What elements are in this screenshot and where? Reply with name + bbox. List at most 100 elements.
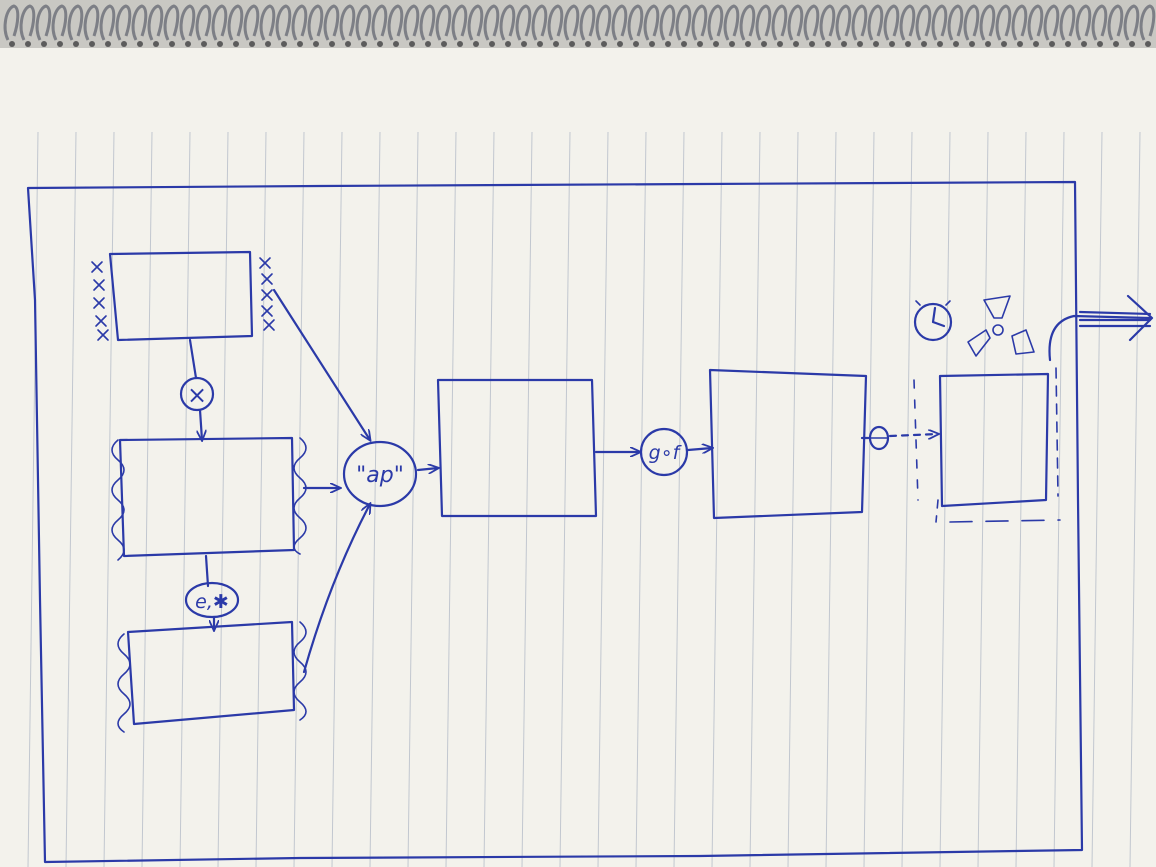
binding-hole — [329, 41, 335, 47]
multiply-label: × — [187, 381, 207, 409]
binding-hole — [297, 41, 303, 47]
spiral-coil — [435, 4, 452, 41]
spiral-coil — [195, 4, 212, 41]
ruled-lines — [27, 131, 1141, 867]
spiral-coil — [947, 4, 964, 41]
ruled-line — [1015, 131, 1027, 867]
ruled-line — [1091, 131, 1103, 867]
spiral-coil — [1043, 4, 1060, 41]
spiral-coil — [179, 4, 196, 41]
spiral-coil — [211, 4, 228, 41]
binding-hole — [265, 41, 271, 47]
link-multiply-to-box2 — [200, 408, 202, 440]
binding-hole — [281, 41, 287, 47]
output-arrow-icon — [1078, 294, 1154, 342]
binding-hole — [345, 41, 351, 47]
spiral-coil — [83, 4, 100, 41]
ruled-line — [711, 131, 723, 867]
ruled-line — [65, 131, 77, 867]
ap-operator — [342, 440, 418, 508]
gof-operator — [639, 427, 689, 477]
spiral-coil — [931, 4, 948, 41]
spiral-coil — [515, 4, 532, 41]
ruled-line — [255, 131, 267, 867]
binding-hole — [1097, 41, 1103, 47]
paper-sheet — [0, 40, 1156, 867]
binding-hole — [73, 41, 79, 47]
spiral-coil — [1059, 4, 1076, 41]
binding-hole — [985, 41, 991, 47]
spiral-coil — [51, 4, 68, 41]
wavy-edge-right-2 — [293, 437, 307, 555]
ruled-line — [331, 131, 343, 867]
spiral-coil — [1123, 4, 1140, 41]
spiral-coil — [979, 4, 996, 41]
binding-hole — [105, 41, 111, 47]
spiral-coil — [371, 4, 388, 41]
clock-icon — [913, 300, 953, 342]
binding-hole — [729, 41, 735, 47]
binding-hole — [553, 41, 559, 47]
binding-hole — [89, 41, 95, 47]
box-bottom-left — [126, 620, 296, 726]
spiral-coil — [531, 4, 548, 41]
spiral-coil — [691, 4, 708, 41]
binding-hole — [921, 41, 927, 47]
arrow-gof-to-box5 — [686, 448, 712, 450]
spiral-coil — [675, 4, 692, 41]
spiral-coil — [3, 4, 20, 41]
ruled-line — [635, 131, 647, 867]
spiral-coil — [771, 4, 788, 41]
wavy-edge-left-2 — [111, 439, 125, 561]
binding-hole — [937, 41, 943, 47]
dashed-shadow-bottom — [949, 519, 1061, 523]
dashed-separator — [913, 379, 919, 501]
binding-hole — [57, 41, 63, 47]
spiral-coil — [275, 4, 292, 41]
ruled-line — [939, 131, 951, 867]
ruled-line — [901, 131, 913, 867]
spiral-coil — [1091, 4, 1108, 41]
ruled-line — [559, 131, 571, 867]
ruled-line — [369, 131, 381, 867]
box-right-center — [708, 368, 868, 520]
spiral-binding — [0, 0, 1156, 48]
spiral-coil — [867, 4, 884, 41]
ap-label: "ap" — [356, 463, 404, 488]
binding-hole — [505, 41, 511, 47]
binding-hole — [745, 41, 751, 47]
binding-hole — [1001, 41, 1007, 47]
ruled-line — [977, 131, 989, 867]
spiral-coil — [755, 4, 772, 41]
spiral-coil — [739, 4, 756, 41]
binding-hole — [905, 41, 911, 47]
spiral-coil — [595, 4, 612, 41]
ruled-line — [445, 131, 457, 867]
spiral-coil — [995, 4, 1012, 41]
spiral-coil — [483, 4, 500, 41]
binding-hole — [713, 41, 719, 47]
spiral-coil — [787, 4, 804, 41]
spiral-coil — [883, 4, 900, 41]
spiral-coil — [915, 4, 932, 41]
spiral-coil — [723, 4, 740, 41]
box-top-left — [108, 250, 254, 342]
ruled-line — [1053, 131, 1065, 867]
binding-hole — [969, 41, 975, 47]
radiation-icon — [967, 295, 1035, 357]
spiral-coil — [643, 4, 660, 41]
ruled-line — [825, 131, 837, 867]
spiral-coil — [291, 4, 308, 41]
wavy-edge-right-3 — [293, 621, 307, 721]
ruled-line — [27, 131, 39, 867]
spiral-coil — [963, 4, 980, 41]
e-star-label: e,✱ — [195, 591, 229, 613]
spiral-coil — [419, 4, 436, 41]
dashed-shadow-right — [1055, 367, 1059, 497]
binding-hole — [1145, 41, 1151, 47]
spiral-coil — [147, 4, 164, 41]
x-marks-left — [91, 261, 109, 341]
spiral-coil — [163, 4, 180, 41]
link-box2-to-estar — [204, 554, 210, 588]
